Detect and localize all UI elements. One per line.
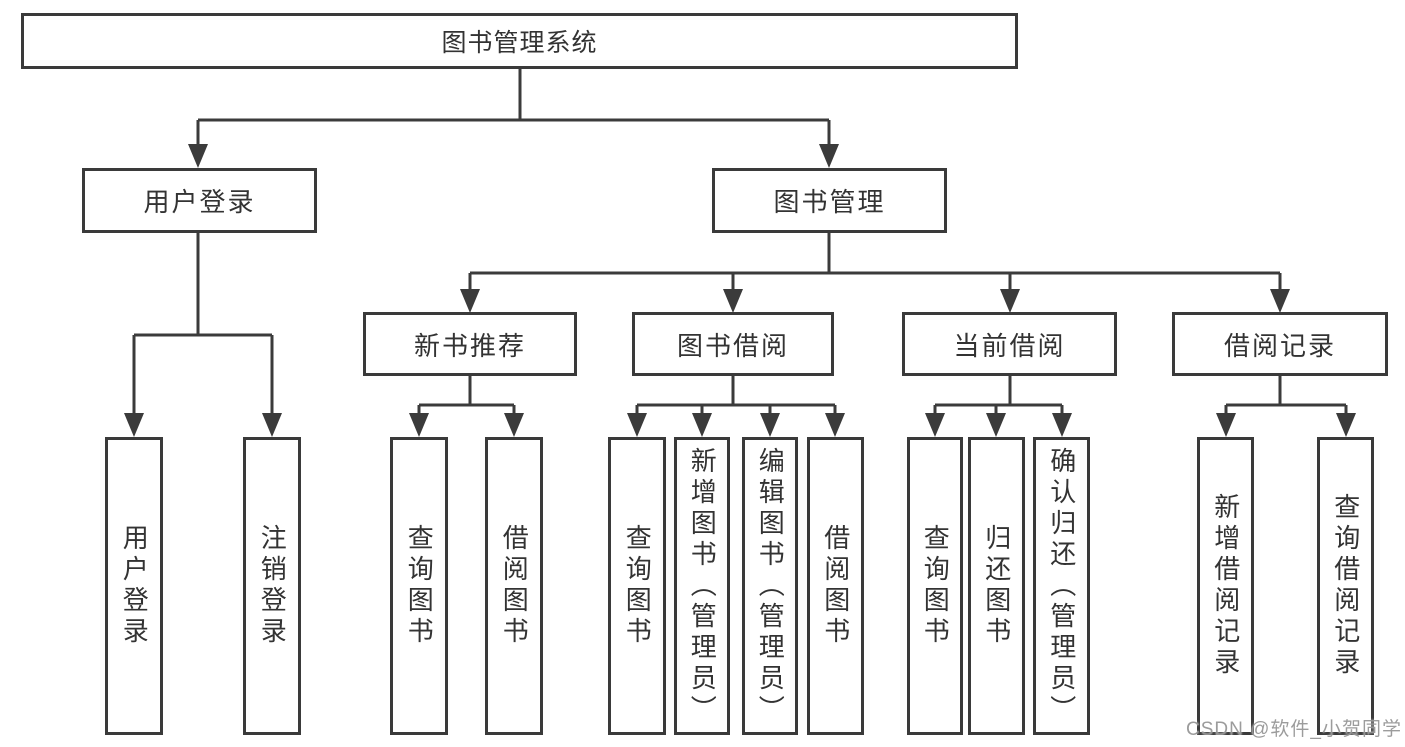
leaf-query-books-2: 查询图书 <box>608 437 666 735</box>
node-label: 图书借阅 <box>676 330 789 361</box>
node-library-management-system: 图书管理系统 <box>21 13 1018 69</box>
node-label: 当前借阅 <box>953 330 1066 361</box>
node-label: 查询图书 <box>404 524 435 648</box>
node-label: 用户登录 <box>119 524 150 648</box>
leaf-borrow-books-1: 借阅图书 <box>485 437 543 735</box>
arrowheads <box>124 144 1356 437</box>
leaf-query-books-1: 查询图书 <box>390 437 448 735</box>
leaf-add-borrow-record: 新增借阅记录 <box>1197 437 1254 735</box>
leaf-borrow-books-2: 借阅图书 <box>807 437 864 735</box>
node-label: 借阅图书 <box>499 524 530 648</box>
node-borrow-records: 借阅记录 <box>1172 312 1388 376</box>
leaf-return-book: 归还图书 <box>968 437 1025 735</box>
node-label: 查询图书 <box>622 524 653 648</box>
leaf-edit-book-admin: 编辑图书（管理员） <box>742 437 798 735</box>
node-label: 确认归还（管理员） <box>1046 446 1077 726</box>
node-label: 借阅图书 <box>820 524 851 648</box>
node-label: 图书管理系统 <box>441 29 598 57</box>
leaf-logout: 注销登录 <box>243 437 301 735</box>
leaf-query-books-3: 查询图书 <box>907 437 963 735</box>
node-book-borrowing: 图书借阅 <box>632 312 834 376</box>
leaf-user-login: 用户登录 <box>105 437 163 735</box>
node-book-management: 图书管理 <box>712 168 947 233</box>
leaf-query-borrow-record: 查询借阅记录 <box>1317 437 1374 735</box>
node-label: 新增图书（管理员） <box>687 446 718 726</box>
node-label: 图书管理 <box>773 187 886 217</box>
node-current-borrowing: 当前借阅 <box>902 312 1117 376</box>
node-label: 查询借阅记录 <box>1330 493 1361 679</box>
node-label: 用户登录 <box>143 187 256 217</box>
node-label: 编辑图书（管理员） <box>755 446 786 726</box>
node-label: 借阅记录 <box>1223 330 1336 361</box>
node-label: 查询图书 <box>920 524 951 648</box>
node-label: 归还图书 <box>981 524 1012 648</box>
csdn-watermark: CSDN @软件_小贺同学 <box>1186 719 1402 740</box>
node-label: 新增借阅记录 <box>1210 493 1241 679</box>
leaf-add-book-admin: 新增图书（管理员） <box>674 437 730 735</box>
leaf-confirm-return-admin: 确认归还（管理员） <box>1033 437 1090 735</box>
node-user-login: 用户登录 <box>82 168 317 233</box>
node-new-book-recommend: 新书推荐 <box>363 312 577 376</box>
node-label: 新书推荐 <box>413 330 526 361</box>
node-label: 注销登录 <box>257 524 288 648</box>
